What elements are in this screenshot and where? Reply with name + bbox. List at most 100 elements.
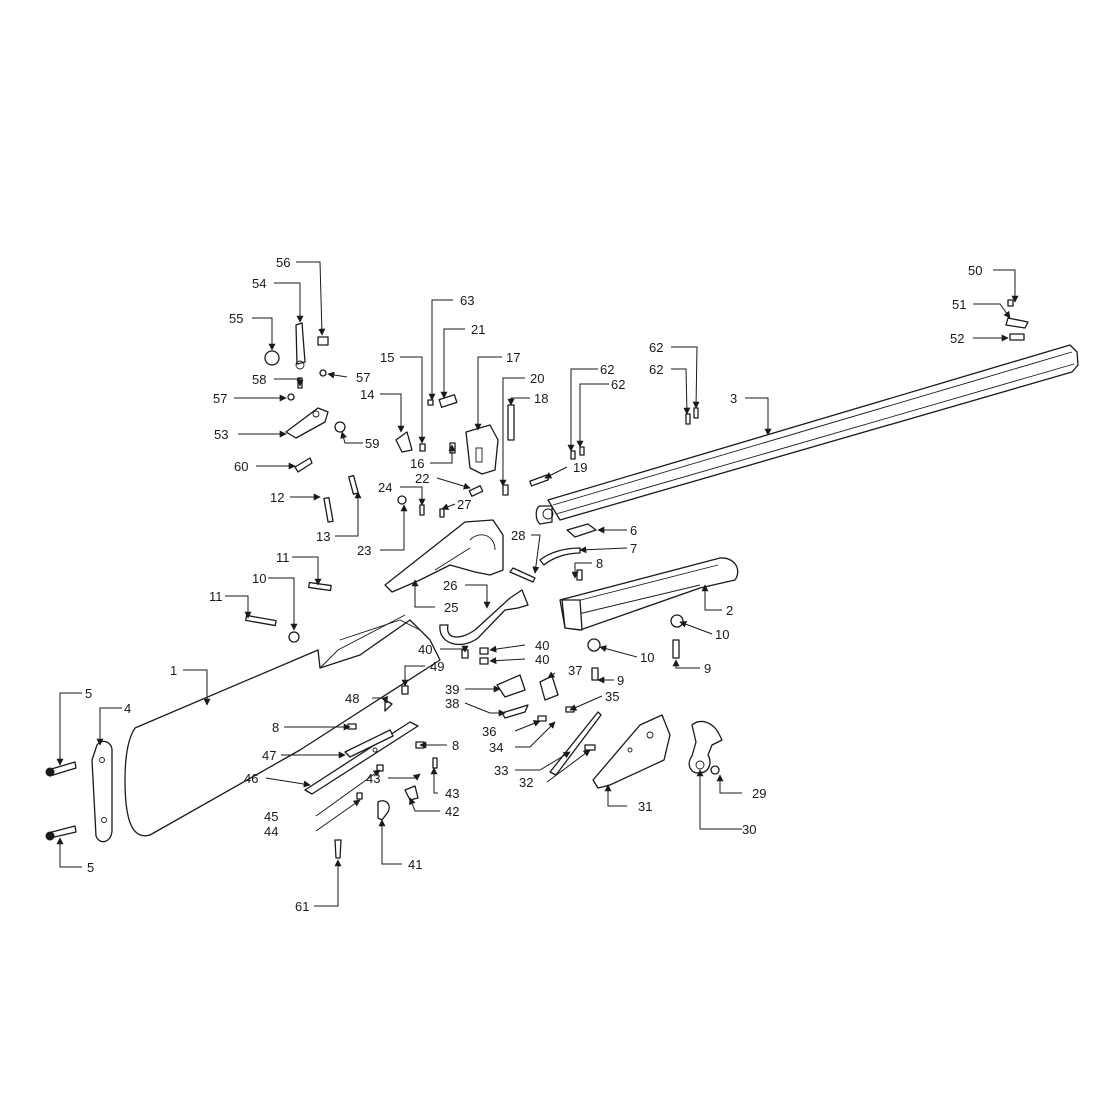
callout-label: 45 (264, 809, 278, 824)
callout-label: 6 (630, 523, 637, 538)
callout-label: 9 (617, 673, 624, 688)
trigger-part (377, 800, 390, 821)
callout-label: 26 (443, 578, 457, 593)
callout-label: 51 (952, 297, 966, 312)
breech-block-part (465, 424, 499, 475)
callout-label: 2 (726, 603, 733, 618)
callout-labels: 1 2 3 4 5 5 6 7 8 8 8 9 9 10 10 10 11 11… (85, 255, 982, 914)
callout-label: 59 (365, 436, 379, 451)
lever-pin-part (509, 567, 536, 583)
callout-label: 32 (519, 775, 533, 790)
callout-label: 61 (295, 899, 309, 914)
callout-label: 52 (950, 331, 964, 346)
callout-label: 40 (418, 642, 432, 657)
callout-label: 63 (460, 293, 474, 308)
buttstock-part (124, 614, 441, 837)
callout-label: 22 (415, 471, 429, 486)
callout-label: 10 (252, 571, 266, 586)
callout-label: 10 (715, 627, 729, 642)
side-plate-part (592, 714, 671, 789)
callout-label: 27 (457, 497, 471, 512)
callout-label: 19 (573, 460, 587, 475)
callout-label: 34 (489, 740, 503, 755)
callout-label: 30 (742, 822, 756, 837)
callout-label: 62 (611, 377, 625, 392)
callout-label: 39 (445, 682, 459, 697)
callout-label: 57 (356, 370, 370, 385)
callout-label: 28 (511, 528, 525, 543)
callout-label: 42 (445, 804, 459, 819)
callout-label: 15 (380, 350, 394, 365)
callout-label: 23 (357, 543, 371, 558)
small-block-part (566, 523, 597, 538)
leader-lines (56, 261, 1019, 907)
callout-label: 48 (345, 691, 359, 706)
callout-label: 17 (506, 350, 520, 365)
callout-label: 35 (605, 689, 619, 704)
callout-label: 60 (234, 459, 248, 474)
callout-label: 10 (640, 650, 654, 665)
callout-label: 33 (494, 763, 508, 778)
parts-group (45, 299, 1079, 859)
callout-label: 62 (649, 362, 663, 377)
callout-label: 1 (170, 663, 177, 678)
callout-label: 43 (366, 771, 380, 786)
callout-label: 56 (276, 255, 290, 270)
callout-label: 43 (445, 786, 459, 801)
callout-label: 31 (638, 799, 652, 814)
callout-label: 53 (214, 427, 228, 442)
callout-label: 44 (264, 824, 278, 839)
callout-label: 20 (530, 371, 544, 386)
callout-label: 49 (430, 659, 444, 674)
wood-screw-bottom-part (45, 825, 77, 841)
callout-label: 24 (378, 480, 392, 495)
callout-label: 62 (649, 340, 663, 355)
buttplate-part (91, 740, 113, 843)
lever-part (439, 589, 529, 646)
callout-label: 36 (482, 724, 496, 739)
callout-label: 25 (444, 600, 458, 615)
main-spring-part (549, 711, 602, 776)
callout-label: 29 (752, 786, 766, 801)
callout-label: 54 (252, 276, 266, 291)
tang-sight-base-part (285, 407, 329, 439)
receiver-part (384, 519, 504, 593)
barrel-part (535, 344, 1079, 525)
callout-label: 8 (452, 738, 459, 753)
screw-part (334, 839, 342, 859)
link-part (344, 729, 394, 758)
callout-label: 40 (535, 652, 549, 667)
callout-label: 55 (229, 311, 243, 326)
callout-label: 3 (730, 391, 737, 406)
spring-part (539, 547, 581, 566)
callout-label: 37 (568, 663, 582, 678)
wood-screw-top-part (45, 761, 77, 777)
sight-blade-part (295, 322, 306, 370)
callout-label: 21 (471, 322, 485, 337)
callout-label: 58 (252, 372, 266, 387)
forend-part (559, 557, 739, 631)
callout-label: 46 (244, 771, 258, 786)
callout-label: 62 (600, 362, 614, 377)
callout-label: 38 (445, 696, 459, 711)
callout-label: 16 (410, 456, 424, 471)
callout-label: 4 (124, 701, 131, 716)
callout-label: 5 (87, 860, 94, 875)
callout-label: 50 (968, 263, 982, 278)
sight-ring-part (264, 350, 280, 366)
callout-label: 5 (85, 686, 92, 701)
callout-label: 18 (534, 391, 548, 406)
callout-label: 11 (276, 550, 290, 565)
callout-label: 47 (262, 748, 276, 763)
callout-label: 11 (209, 589, 223, 604)
callout-label: 9 (704, 661, 711, 676)
callout-label: 41 (408, 857, 422, 872)
callout-label: 12 (270, 490, 284, 505)
callout-label: 14 (360, 387, 374, 402)
callout-label: 7 (630, 541, 637, 556)
callout-label: 8 (272, 720, 279, 735)
sear-part (404, 785, 419, 801)
callout-label: 8 (596, 556, 603, 571)
callout-label: 40 (535, 638, 549, 653)
